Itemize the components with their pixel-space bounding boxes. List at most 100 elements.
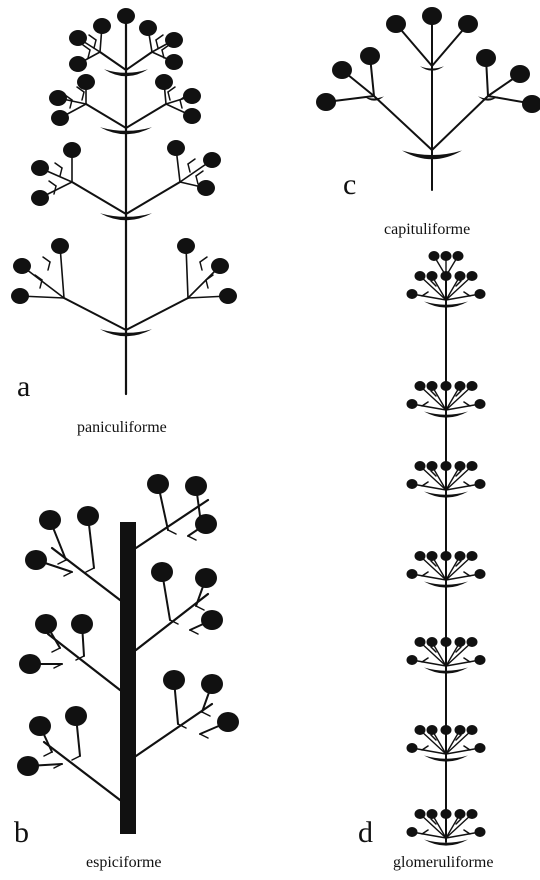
bracteole-tick <box>464 830 470 834</box>
flower-head <box>476 49 496 67</box>
flower-head <box>441 725 452 735</box>
flower-head <box>467 551 478 561</box>
flower-head <box>51 238 69 254</box>
flower-head <box>441 637 452 647</box>
bracteole-tick <box>48 262 50 270</box>
flower-head <box>13 258 31 274</box>
flower-head <box>69 30 87 46</box>
flower-head <box>163 670 185 690</box>
cluster-branch <box>136 704 212 756</box>
flower-head <box>332 61 352 79</box>
flower-head <box>441 381 452 391</box>
flower-head <box>455 461 466 471</box>
bracteole-tick <box>94 40 96 48</box>
panel-letter-d: d <box>358 818 373 848</box>
bracteole-tick <box>464 746 470 750</box>
bracteole-tick <box>156 35 163 40</box>
flower-head <box>203 152 221 168</box>
bracteole-tick <box>422 482 428 486</box>
bracteole-tick <box>49 181 56 186</box>
flower-head <box>360 47 380 65</box>
bracteole-tick <box>200 257 207 262</box>
primary-branch <box>126 52 152 70</box>
flower-head <box>415 381 426 391</box>
bracteole-tick <box>190 630 198 634</box>
flower-head <box>427 809 438 819</box>
bracteole-tick <box>55 163 62 168</box>
flower-head <box>475 569 486 579</box>
bracteole-tick <box>422 572 428 576</box>
flower-head <box>407 479 418 489</box>
flower-head <box>139 20 157 36</box>
bracteole-tick <box>82 92 84 100</box>
flower-head <box>427 461 438 471</box>
flower-head <box>49 90 67 106</box>
bracteole-tick <box>202 712 210 716</box>
flower-head <box>217 712 239 732</box>
bracteole-tick <box>52 648 60 652</box>
flower-head <box>183 108 201 124</box>
flower-head <box>415 271 426 281</box>
flower-head <box>455 551 466 561</box>
flower-head <box>429 251 440 261</box>
bracteole-tick <box>200 262 202 270</box>
bracteole-tick <box>168 530 176 534</box>
flower-head <box>475 399 486 409</box>
flower-head <box>407 289 418 299</box>
panel-a-paniculiform-drawing <box>11 8 237 394</box>
panel-letter-c: c <box>343 170 356 200</box>
flower-head <box>467 381 478 391</box>
primary-branch <box>126 298 188 330</box>
flower-head <box>427 637 438 647</box>
flower-head <box>455 809 466 819</box>
primary-branch <box>100 52 126 70</box>
flower-head <box>455 381 466 391</box>
flower-head <box>475 655 486 665</box>
flower-head <box>427 381 438 391</box>
caption-espiciforme: espiciforme <box>86 855 162 871</box>
primary-branch <box>432 96 488 150</box>
flower-head <box>407 569 418 579</box>
bracteole-tick <box>188 159 195 164</box>
bracteole-tick <box>58 560 66 564</box>
flower-head <box>151 562 173 582</box>
flower-head <box>63 142 81 158</box>
flower-head <box>427 551 438 561</box>
primary-branch <box>126 182 180 214</box>
flower-head <box>219 288 237 304</box>
flower-head <box>39 510 61 530</box>
flower-head <box>407 827 418 837</box>
flower-head <box>177 238 195 254</box>
bracteole-tick <box>86 568 94 572</box>
bracteole-tick <box>422 830 428 834</box>
flower-head <box>453 251 464 261</box>
flower-head <box>71 614 93 634</box>
flower-head <box>467 461 478 471</box>
bracteole-tick <box>156 40 158 48</box>
bracteole-tick <box>196 606 204 610</box>
flower-head <box>167 140 185 156</box>
panel-d-glomeruliform-drawing <box>407 251 486 846</box>
bracteole-tick <box>464 482 470 486</box>
flower-head <box>93 18 111 34</box>
bracteole-tick <box>196 171 203 176</box>
flower-head <box>522 95 540 113</box>
flower-head <box>185 476 207 496</box>
flower-head <box>415 551 426 561</box>
flower-head <box>455 637 466 647</box>
bracteole-tick <box>464 658 470 662</box>
flower-head <box>197 180 215 196</box>
bracteole-tick <box>422 658 428 662</box>
flower-head <box>427 271 438 281</box>
bracteole-tick <box>464 572 470 576</box>
flower-head <box>147 474 169 494</box>
flower-head <box>455 271 466 281</box>
flower-head <box>407 399 418 409</box>
flower-head <box>165 54 183 70</box>
flower-head <box>407 655 418 665</box>
flower-head <box>415 725 426 735</box>
flower-head <box>415 637 426 647</box>
bracteole-tick <box>64 572 72 576</box>
bracteole-tick <box>464 292 470 296</box>
